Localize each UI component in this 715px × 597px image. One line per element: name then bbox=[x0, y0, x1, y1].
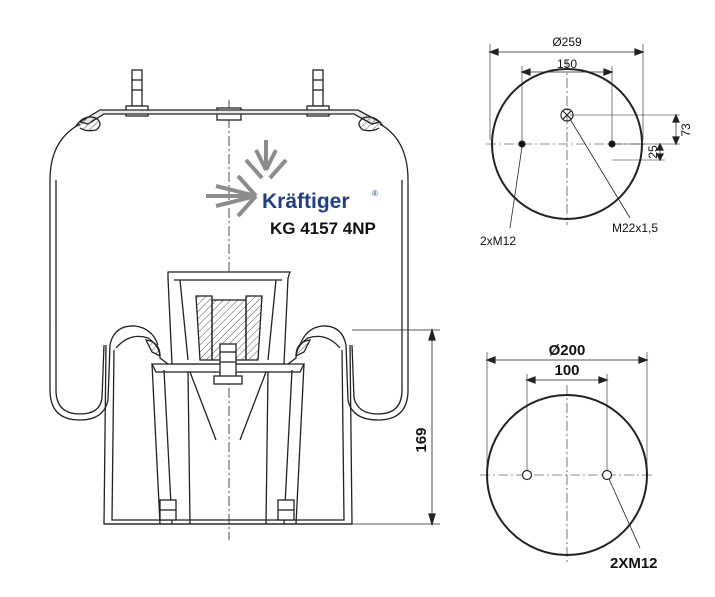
top-bolt-callout: 2xM12 bbox=[480, 234, 516, 248]
brand-logo: Kräftiger ® KG 4157 4NP bbox=[206, 140, 378, 238]
bellow-outline bbox=[49, 123, 409, 421]
brand-registered-mark: ® bbox=[372, 189, 378, 198]
top-stud-right bbox=[306, 69, 330, 117]
bottom-bolt-hole-left bbox=[521, 469, 533, 481]
top-port-callout: M22x1,5 bbox=[612, 221, 658, 235]
brand-name: Kräftiger bbox=[262, 190, 350, 213]
top-diameter-label: Ø259 bbox=[552, 35, 582, 49]
bottom-bolt-spacing-label: 100 bbox=[554, 362, 579, 379]
bottom-bolt-hole-right bbox=[601, 469, 613, 481]
model-number: KG 4157 4NP bbox=[270, 219, 376, 238]
top-plate-view bbox=[486, 44, 680, 229]
top-bolt-spacing-label: 150 bbox=[557, 57, 577, 71]
top-offset-73-label: 73 bbox=[679, 123, 693, 137]
top-bolt-hole-right bbox=[608, 140, 616, 148]
top-offset-25-label: 25 bbox=[646, 145, 660, 159]
bottom-plate-view bbox=[480, 352, 655, 565]
bottom-diameter-label: Ø200 bbox=[549, 342, 586, 359]
height-dimension-label: 169 bbox=[413, 427, 430, 452]
air-port-icon bbox=[560, 108, 574, 122]
top-bolt-hole-left bbox=[518, 140, 526, 148]
side-view bbox=[49, 69, 440, 540]
logo-arrows-icon bbox=[206, 140, 288, 218]
top-stud-left bbox=[125, 69, 149, 117]
bump-stop bbox=[167, 271, 291, 385]
bottom-bolt-callout: 2XM12 bbox=[610, 555, 658, 572]
